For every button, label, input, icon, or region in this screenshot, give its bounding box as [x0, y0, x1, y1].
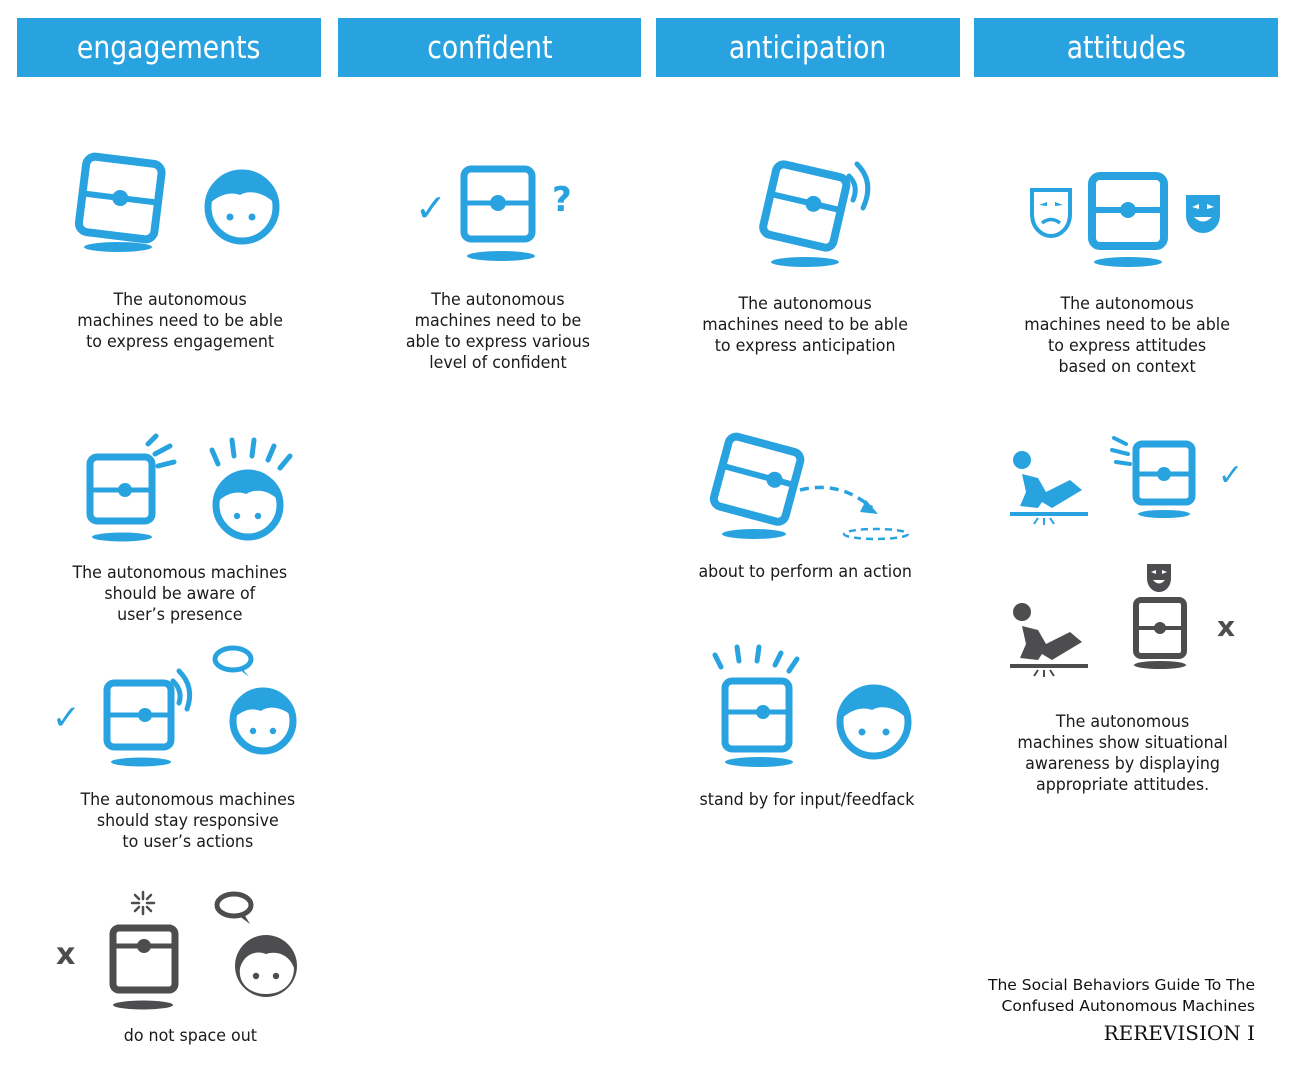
happy-mask-icon	[1186, 195, 1220, 233]
face-icon	[836, 684, 912, 760]
cross-icon: x	[56, 937, 76, 972]
robot-icon	[103, 668, 193, 767]
caption-engagement: The autonomous machines need to be able …	[77, 290, 283, 351]
speech-bubble-icon	[214, 891, 254, 924]
footer-title-line1: The Social Behaviors Guide To The	[988, 976, 1255, 994]
face-icon	[209, 437, 293, 541]
check-icon: ✓	[415, 186, 447, 230]
caption-perform-action: about to perform an action	[698, 562, 912, 581]
check-icon: ✓	[52, 698, 81, 738]
speech-bubble-icon	[212, 645, 254, 677]
attention-lines-icon	[712, 644, 800, 674]
attention-lines-icon	[209, 437, 293, 471]
check-icon: ✓	[1218, 458, 1244, 493]
header-anticipation: anticipation	[656, 18, 960, 77]
caption-situational-awareness: The autonomous machines show situational…	[1017, 712, 1229, 794]
robot-icon	[1088, 172, 1168, 267]
question-icon: ?	[552, 180, 572, 220]
footer-revision: REREVISION I	[1103, 1021, 1255, 1045]
cross-icon: x	[1217, 610, 1236, 643]
robot-icon	[86, 433, 177, 542]
robot-icon	[709, 432, 910, 541]
footer-title-line2: Confused Autonomous Machines	[1001, 997, 1255, 1015]
robot-icon	[712, 644, 800, 767]
caption-stand-by: stand by for input/feedfack	[699, 790, 915, 809]
caption-anticipation: The autonomous machines need to be able …	[702, 294, 908, 355]
robot-icon	[1133, 564, 1187, 669]
footer-title: The Social Behaviors Guide To The Confus…	[988, 975, 1255, 1017]
robot-icon	[109, 890, 179, 1010]
attention-lines-icon	[1110, 436, 1132, 466]
header-confident: confident	[338, 18, 641, 77]
face-icon	[204, 169, 280, 245]
caption-responsive: The autonomous machines should stay resp…	[80, 790, 296, 851]
header-engagements: engagements	[17, 18, 321, 77]
caption-confident: The autonomous machines need to be able …	[405, 290, 591, 372]
robot-icon	[460, 165, 536, 261]
falling-person-icon	[1010, 451, 1088, 525]
robot-icon	[1110, 436, 1196, 518]
caption-attitudes: The autonomous machines need to be able …	[1024, 294, 1230, 376]
caption-presence: The autonomous machines should be aware …	[72, 563, 288, 624]
robot-icon	[759, 160, 871, 267]
signal-waves-icon	[170, 668, 193, 712]
sad-mask-icon	[1030, 188, 1072, 239]
sparkle-icon	[130, 890, 156, 916]
signal-waves-icon	[846, 161, 871, 211]
dashed-arrow-icon	[799, 485, 910, 541]
happy-mask-icon	[1147, 564, 1171, 592]
header-attitudes: attitudes	[974, 18, 1278, 77]
face-icon	[212, 645, 297, 755]
attention-lines-icon	[145, 433, 177, 469]
caption-space-out: do not space out	[123, 1026, 257, 1045]
face-icon	[214, 891, 297, 997]
falling-person-icon	[1010, 603, 1088, 677]
robot-icon	[74, 152, 166, 252]
